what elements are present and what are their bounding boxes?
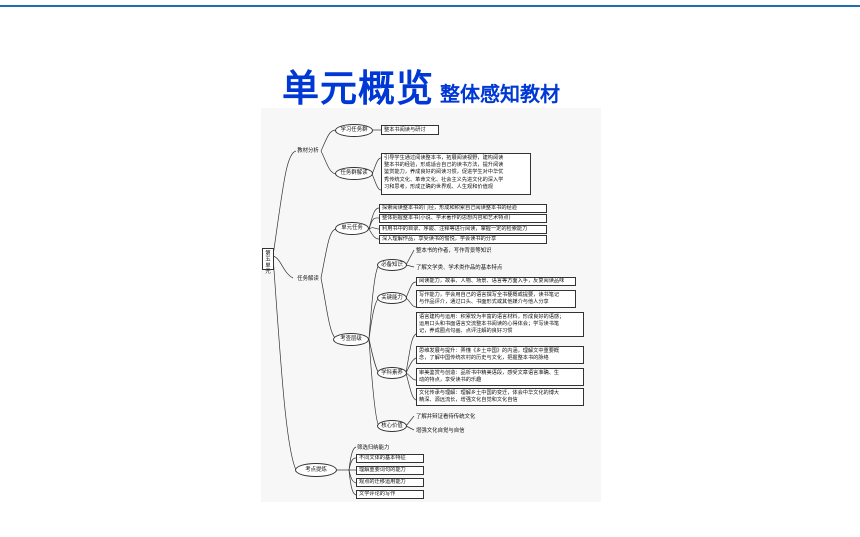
ability-item-writing: 写作能力，学会用自己的语言撰写全书梗概或提要，读书笔记 与作品评介，通过口头、书…: [416, 290, 576, 308]
unit-task-item: 整体把握整本书(小说、学术著作的思想内容和艺术特点): [379, 214, 547, 223]
task-interpret-text: 引导学生通过阅读整本书，拓展阅读视野，建构阅读 整本书的经验，形成适合自己的读书…: [381, 153, 531, 195]
unit-task-label: 单元任务: [335, 222, 369, 235]
exam-level-label: 考查层级: [333, 333, 369, 346]
exam-point-item: 不同文体的基本特征: [356, 454, 424, 463]
literacy-label: 学科素养: [377, 367, 407, 379]
branch-teaching-analysis: 教材分析: [297, 148, 319, 154]
literacy-line: 文化传承与理解：理解乡土中国的变迁，体会中华文化的博大: [419, 390, 560, 396]
ability-line: 与作品评介，通过口头、书面形式或其他媒介与他人分享: [419, 299, 549, 306]
exam-point-item: 文学评论的写作: [356, 490, 424, 499]
core-value-item: 了解并辩证看待传统文化: [416, 414, 476, 420]
task-interpret-label: 任务群解读: [335, 167, 373, 180]
ability-item: 阅读能力，故事、人物、场景、语言等方面入手，反复阅读品味: [416, 277, 576, 286]
ability-label: 关键能力: [377, 292, 407, 304]
task-group-value: 整本书阅读与研讨: [381, 125, 439, 135]
exam-point-item: 观点的迁移运用能力: [356, 478, 424, 487]
literacy-block: 文化传承与理解：理解乡土中国的变迁，体会中华文化的博大 精深、源远流长，增强文化…: [416, 388, 584, 406]
page-title: 单元概览整体感知教材: [282, 58, 560, 112]
literacy-line: 动的特点，享受读书的乐趣: [419, 377, 482, 384]
interpret-line: 习和思考，形成正确的世界观、人生观和价值观: [384, 183, 493, 190]
title-sub: 整体感知教材: [440, 82, 560, 106]
mind-map-connectors: [272, 129, 417, 496]
title-main: 单元概览: [282, 67, 434, 110]
unit-task-item: 探索阅读整本书的门径，形成和积累自己阅读整本书的经验: [379, 204, 547, 213]
literacy-line: 审美鉴赏与创造：品析书中精美语段，感受文章语言准确、生: [419, 370, 560, 376]
exam-point-item: 理解重要词句的能力: [356, 466, 424, 475]
interpret-line: 整本书的经验，形成适合自己的读书方法，提升阅读: [384, 162, 504, 169]
literacy-block: 语言建构与运用：积累较为丰富的语言材料，形成良好的语感； 运用口头和书面语言交流…: [416, 312, 584, 337]
literacy-line: 记，养成圈点勾画、点评注解的良好习惯: [419, 328, 513, 335]
task-group-label: 学习任务群: [335, 124, 373, 137]
knowledge-item: 整本书的作者，写作背景等知识: [416, 248, 492, 254]
knowledge-item: 了解文学类、学术类作品的基本特点: [416, 265, 503, 271]
interpret-line: 鉴赏能力，养成良好的阅读习惯，促进学生对中华优: [384, 169, 504, 176]
knowledge-label: 必备知识: [377, 259, 407, 271]
ability-line: 写作能力，学会用自己的语言撰写全书梗概或提要，读书笔记: [419, 292, 560, 298]
exam-point-item: 筛选归纳能力: [357, 445, 390, 451]
literacy-block: 审美鉴赏与创造：品析书中精美语段，感受文章语言准确、生 动的特点，享受读书的乐趣: [416, 368, 584, 386]
literacy-line: 精深、源远流长，增强文化自觉和文化自信: [419, 397, 518, 404]
exam-points-label: 考点提炼: [295, 463, 337, 477]
interpret-line: 秀传统文化、革命文化、社会主义先进文化的深入学: [384, 176, 504, 183]
unit-task-item: 深入理解作品，享受读书的愉悦，学会读书的分享: [379, 235, 547, 244]
literacy-line: 语言建构与运用：积累较为丰富的语言材料，形成良好的语感；: [419, 314, 565, 320]
literacy-line: 念，了解中国传统农村的历史与文化，把握整本书的脉络: [419, 355, 549, 362]
core-value-label: 核心价值: [377, 420, 407, 432]
header-divider: [0, 5, 860, 7]
mind-map: 第五单元 教材分析 学习任务群 整本书阅读与研讨 任务群解读 引导学生通过阅读整…: [261, 108, 601, 502]
branch-task-interpretation: 任务解读: [297, 276, 319, 282]
core-value-item: 增强文化自觉与自信: [416, 428, 465, 434]
literacy-line: 思维发展与提升：弄懂《乡土中国》的内涵，理解文中重要概: [419, 348, 560, 354]
root-node: 第五单元: [262, 248, 274, 275]
literacy-block: 思维发展与提升：弄懂《乡土中国》的内涵，理解文中重要概 念，了解中国传统农村的历…: [416, 346, 584, 364]
unit-task-item: 利用书中的目录、序跋、注释等进行阅读，掌握一定的检索能力: [379, 225, 547, 234]
literacy-line: 运用口头和书面语言交流整本书阅读的心得体会；学写读书笔: [419, 321, 560, 328]
interpret-line: 引导学生通过阅读整本书，拓展阅读视野，建构阅读: [384, 155, 504, 161]
